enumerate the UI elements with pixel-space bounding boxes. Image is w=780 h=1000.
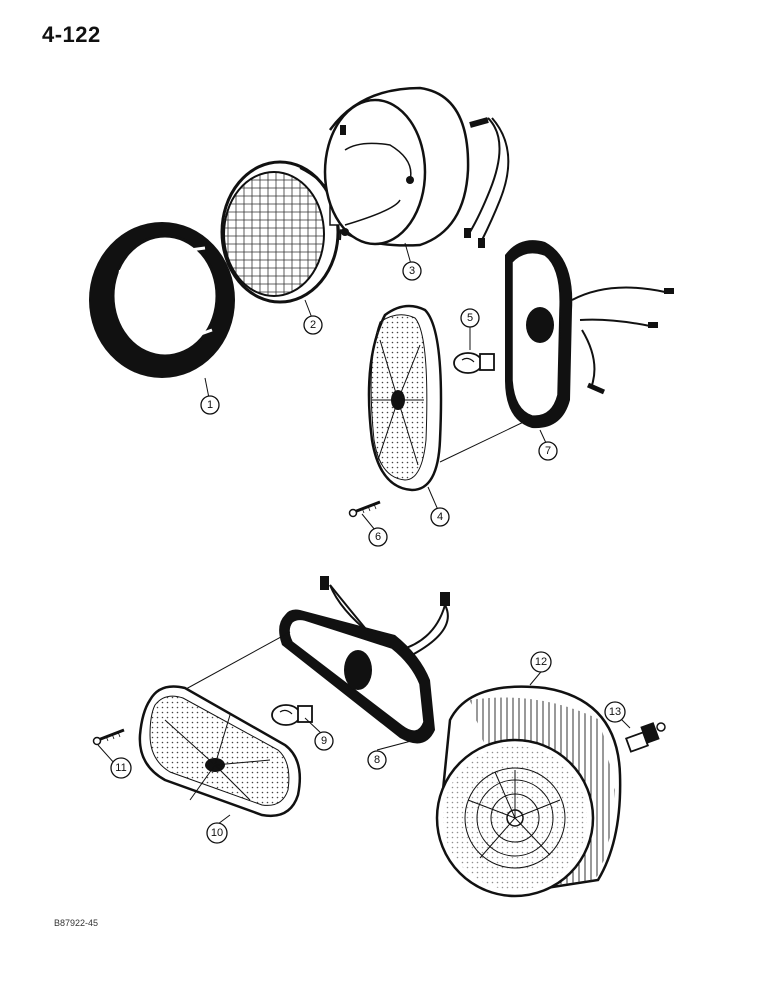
part-13-bulb-socket <box>624 722 666 753</box>
callout-11: 11 <box>110 757 132 779</box>
callout-3: 3 <box>402 261 422 281</box>
callout-11-label: 11 <box>115 762 126 774</box>
part-4-lens <box>367 304 443 492</box>
part-5-bulb <box>453 352 495 374</box>
figure-code: B87922-45 <box>54 918 99 928</box>
callout-4-label: 4 <box>437 511 443 523</box>
part-11-screw <box>92 728 125 746</box>
callout-3-label: 3 <box>409 265 415 277</box>
callout-1: 1 <box>200 395 220 415</box>
part-10-lens <box>138 685 302 818</box>
callout-6: 6 <box>368 527 388 547</box>
callout-2: 2 <box>303 315 323 335</box>
callout-5: 5 <box>460 308 480 328</box>
callout-4: 4 <box>430 507 450 527</box>
callout-9-label: 9 <box>321 735 327 747</box>
page-number: 4-122 <box>42 22 101 47</box>
callout-13-label: 13 <box>609 706 621 718</box>
part-1-mounting-ring <box>89 222 235 378</box>
alignment-line-top <box>439 417 533 463</box>
callout-8-label: 8 <box>374 754 380 766</box>
callout-8: 8 <box>367 750 387 770</box>
callout-6-label: 6 <box>375 531 381 543</box>
callout-7-label: 7 <box>545 445 551 457</box>
part-2-sealed-beam-lamp <box>220 160 343 304</box>
part-7-lamp-base <box>505 240 674 429</box>
callout-2-label: 2 <box>310 319 316 331</box>
alignment-line-bottom <box>174 631 291 696</box>
callout-9: 9 <box>314 731 334 751</box>
part-3-lamp-housing <box>323 86 510 248</box>
part-9-bulb <box>271 704 313 726</box>
callout-10-label: 10 <box>211 827 223 839</box>
callout-5-label: 5 <box>467 312 473 324</box>
part-12-round-lamp <box>435 685 622 898</box>
callout-13: 13 <box>604 701 626 723</box>
callout-12: 12 <box>530 651 552 673</box>
callout-7: 7 <box>538 441 558 461</box>
part-8-lamp-base <box>279 576 450 744</box>
part-6-screw <box>348 500 381 518</box>
callout-12-label: 12 <box>535 656 547 668</box>
callout-10: 10 <box>206 822 228 844</box>
callout-1-label: 1 <box>207 399 213 411</box>
